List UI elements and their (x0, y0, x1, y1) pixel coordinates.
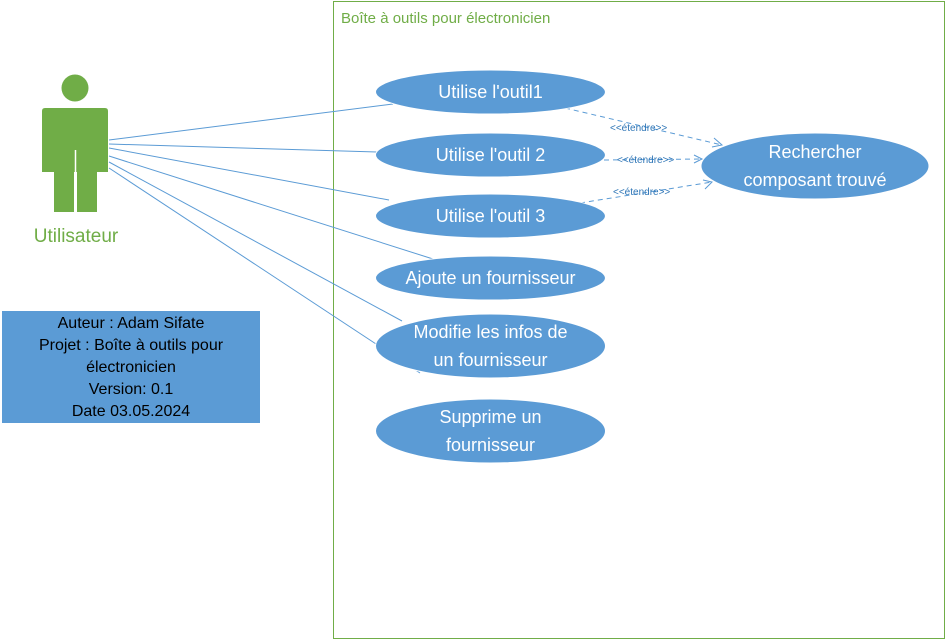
actor-figure (42, 74, 108, 212)
use-case-uc6[interactable]: Supprime un fournisseur (375, 398, 606, 464)
use-case-label: Utilise l'outil 3 (436, 206, 545, 226)
use-case-ellipse (700, 132, 930, 200)
use-case-uc1[interactable]: Utilise l'outil1 (375, 69, 606, 115)
association-uc4 (108, 155, 434, 260)
extend-label-1: <<étendre>> (610, 123, 667, 134)
association-uc5 (108, 161, 403, 322)
system-title: Boîte à outils pour électronicien (341, 10, 550, 27)
extend-arrowhead-2 (693, 154, 704, 164)
extend-label-3: <<étendre>> (613, 187, 670, 198)
use-case-ellipse (375, 132, 606, 178)
use-case-ellipse (375, 313, 606, 379)
extend-label-2: <<étendre>> (617, 155, 674, 166)
use-case-ellipse (375, 398, 606, 464)
use-case-ellipse (375, 255, 606, 301)
use-case-uc3[interactable]: Utilise l'outil 3 (375, 193, 606, 239)
use-case-label: Rechercher (768, 142, 861, 162)
actor-label: Utilisateur (34, 226, 119, 247)
note-project-cont: électronicien (86, 359, 176, 376)
association-uc3 (108, 147, 390, 201)
use-case-label: un fournisseur (433, 350, 547, 370)
use-case-ellipse (375, 69, 606, 115)
use-case-uc4[interactable]: Ajoute un fournisseur (375, 255, 606, 301)
extend-relations (564, 107, 724, 204)
note-version: Version: 0.1 (89, 381, 174, 398)
associations (108, 103, 434, 374)
use-case-label: Modifie les infos de (413, 322, 567, 342)
use-case-uc5[interactable]: Modifie les infos de un fournisseur (375, 313, 606, 379)
note-date: Date 03.05.2024 (72, 403, 190, 420)
system-boundary (333, 1, 945, 639)
use-case-label: Utilise l'outil 2 (436, 145, 545, 165)
note-author: Auteur : Adam Sifate (58, 315, 205, 332)
extend-arrowhead-1 (711, 137, 724, 148)
use-case-label: fournisseur (446, 435, 535, 455)
use-case-label: Utilise l'outil1 (438, 82, 542, 102)
use-case-ellipse (375, 193, 606, 239)
association-uc2 (108, 143, 378, 153)
use-case-rechercher[interactable]: Rechercher composant trouvé (700, 132, 930, 200)
use-case-uc2[interactable]: Utilise l'outil 2 (375, 132, 606, 178)
extend-arrowhead-3 (702, 179, 713, 190)
author-note: Auteur : Adam Sifate Projet : Boîte à ou… (2, 311, 260, 423)
association-uc6 (108, 167, 421, 374)
use-case-label: composant trouvé (743, 170, 886, 190)
actor-head (61, 74, 89, 102)
author-note-box (2, 311, 260, 423)
extend-line-3 (579, 181, 713, 204)
association-uc1 (108, 103, 394, 141)
note-project: Projet : Boîte à outils pour (39, 337, 224, 354)
use-case-label: Ajoute un fournisseur (405, 268, 575, 288)
extend-line-2 (603, 158, 703, 161)
use-case-label: Supprime un (439, 407, 541, 427)
